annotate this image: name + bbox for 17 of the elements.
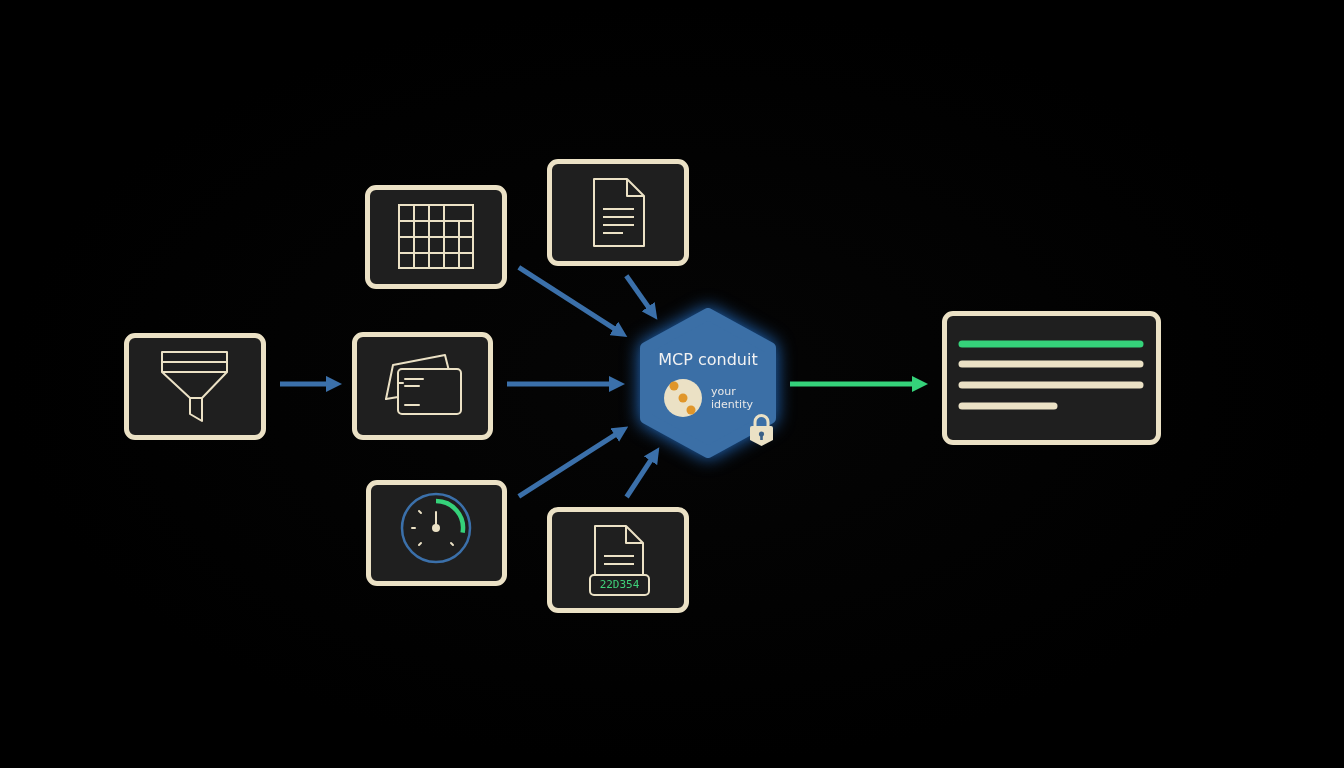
funnel-tile <box>124 333 266 440</box>
arrow <box>624 447 660 499</box>
table-tile <box>365 185 507 289</box>
code-tag: 22D354 <box>589 574 650 596</box>
tagged-document-tile <box>547 507 689 613</box>
stacked-cards-tile <box>352 332 493 440</box>
arrow <box>517 426 629 499</box>
arrow <box>280 375 342 392</box>
arrow <box>790 376 928 392</box>
arrow <box>517 265 628 337</box>
gauge-tile <box>366 480 507 586</box>
output-panel <box>942 311 1161 445</box>
arrow <box>507 376 625 392</box>
arrow <box>624 274 658 320</box>
node-title: MCP conduit <box>657 350 759 370</box>
document-tile <box>547 159 689 266</box>
node-caption: your identity <box>711 385 754 411</box>
